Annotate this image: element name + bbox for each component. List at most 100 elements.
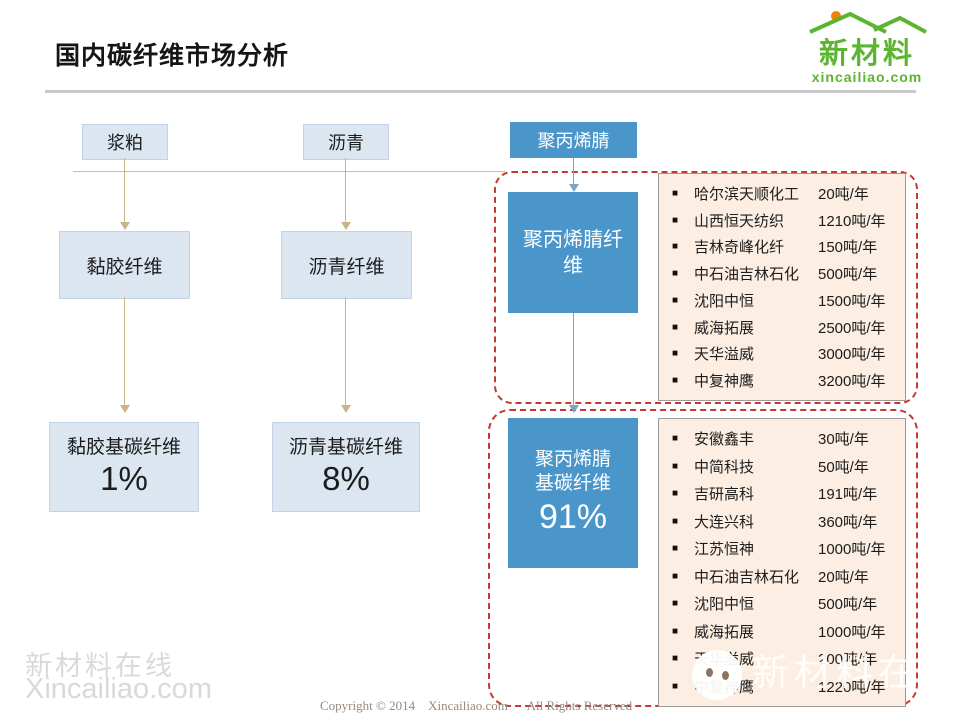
list-item: ■ 沈阳中恒 500吨/年	[659, 593, 905, 614]
arrow-line	[345, 158, 346, 222]
bullet-square-icon: ■	[672, 241, 679, 253]
arrow-down-icon	[569, 405, 579, 413]
capacity-value: 500吨/年	[818, 266, 878, 284]
box-label: 黏胶纤维	[86, 256, 163, 278]
box-pan-source: 聚丙烯腈	[510, 122, 637, 158]
bullet-square-icon: ■	[672, 488, 679, 500]
arrow-line	[573, 313, 574, 405]
bullet-square-icon: ■	[672, 214, 679, 226]
logo-roof-icon	[809, 11, 927, 34]
title-divider	[45, 90, 916, 93]
list-item: ■ 天华溢威 3000吨/年	[659, 343, 905, 364]
capacity-value: 2500吨/年	[818, 319, 886, 337]
dashed-group-precursor	[494, 171, 918, 404]
company-name: 威海拓展	[694, 319, 755, 337]
bullet-square-icon: ■	[672, 680, 679, 692]
arrow-down-icon	[120, 405, 130, 413]
bullet-square-icon: ■	[672, 625, 679, 637]
company-name: 威海拓展	[694, 623, 755, 641]
watermark-right-cn: 新材料在线	[752, 652, 920, 720]
arrow-line	[345, 297, 346, 405]
list-item: ■ 中石油吉林石化 20吨/年	[659, 566, 905, 587]
bullet-square-icon: ■	[672, 433, 679, 445]
xincailiao-logo: 新材料 xincailiao.com	[798, 8, 936, 92]
capacity-value: 1000吨/年	[818, 623, 886, 641]
company-name: 天华溢威	[694, 346, 755, 364]
bullet-square-icon: ■	[672, 543, 679, 555]
capacity-value: 30吨/年	[818, 431, 869, 449]
list-item: ■ 中复神鹰 3200吨/年	[659, 370, 905, 391]
capacity-value: 500吨/年	[818, 596, 878, 614]
list-item: ■ 威海拓展 1000吨/年	[659, 621, 905, 642]
box-pitch-fiber: 沥青纤维	[281, 231, 412, 299]
list-item: ■ 中石油吉林石化 500吨/年	[659, 263, 905, 284]
share-value: 91%	[538, 498, 608, 536]
box-label: 聚丙烯腈纤维	[523, 228, 623, 277]
capacity-value: 150吨/年	[818, 239, 878, 257]
wechat-face-icon	[692, 650, 742, 700]
capacity-value: 1000吨/年	[818, 541, 886, 559]
company-name: 吉林奇峰化纤	[694, 239, 785, 257]
list-item: ■ 安徽鑫丰 30吨/年	[659, 428, 905, 449]
bullet-square-icon: ■	[672, 598, 679, 610]
capacity-value: 3000吨/年	[818, 346, 886, 364]
page-title: 国内碳纤维市场分析	[55, 42, 290, 70]
capacity-value: 360吨/年	[818, 513, 878, 531]
box-label: 浆粕	[107, 133, 143, 153]
company-name: 沈阳中恒	[694, 292, 755, 310]
company-name: 中简科技	[694, 458, 755, 476]
list-item: ■ 吉林奇峰化纤 150吨/年	[659, 236, 905, 257]
box-label: 沥青基碳纤维	[288, 437, 403, 458]
box-label: 沥青纤维	[308, 256, 385, 278]
bullet-square-icon: ■	[672, 187, 679, 199]
watermark-left-en: Xincailiao.com	[25, 673, 212, 705]
capacity-value: 1220吨/年	[818, 678, 886, 696]
capacity-value: 3200吨/年	[818, 373, 886, 391]
box-label: 聚丙烯腈	[537, 131, 610, 151]
arrow-down-icon	[569, 184, 579, 192]
company-name: 大连兴科	[694, 513, 755, 531]
capacity-value: 191吨/年	[818, 486, 878, 504]
bullet-square-icon: ■	[672, 570, 679, 582]
box-viscose-carbon: 黏胶基碳纤维 1%	[49, 422, 199, 512]
capacity-value: 50吨/年	[818, 458, 869, 476]
logo-name: 新材料	[818, 38, 915, 70]
arrow-line	[573, 158, 574, 184]
arrow-down-icon	[341, 405, 351, 413]
company-name: 安徽鑫丰	[694, 431, 755, 449]
capacity-value: 1210吨/年	[818, 212, 886, 230]
bullet-square-icon: ■	[672, 375, 679, 387]
box-pan-carbon: 聚丙烯腈基碳纤维 91%	[508, 418, 638, 568]
logo-domain: xincailiao.com	[811, 69, 923, 85]
capacity-value: 200吨/年	[818, 651, 878, 669]
copyright-line: Copyright © 2014 Xincailiao.com All Righ…	[320, 698, 633, 713]
arrow-down-icon	[120, 222, 130, 230]
box-label: 黏胶基碳纤维	[66, 437, 181, 458]
box-pan-fiber: 聚丙烯腈纤维	[508, 192, 638, 313]
company-name: 沈阳中恒	[694, 596, 755, 614]
company-name: 哈尔滨天顺化工	[694, 185, 800, 203]
capacity-value: 20吨/年	[818, 568, 869, 586]
share-value: 1%	[100, 460, 148, 497]
box-label: 沥青	[328, 133, 364, 153]
bullet-square-icon: ■	[672, 268, 679, 280]
bullet-square-icon: ■	[672, 348, 679, 360]
company-name: 中复神鹰	[694, 373, 755, 391]
bullet-square-icon: ■	[672, 653, 679, 665]
box-pitch-source: 沥青	[303, 124, 389, 160]
box-viscose-fiber: 黏胶纤维	[59, 231, 190, 299]
watermark-left-cn: 新材料在线	[25, 651, 175, 681]
box-pitch-carbon: 沥青基碳纤维 8%	[272, 422, 420, 512]
bullet-square-icon: ■	[672, 515, 679, 527]
company-name: 中石油吉林石化	[694, 266, 800, 284]
company-name: 中石油吉林石化	[694, 568, 800, 586]
